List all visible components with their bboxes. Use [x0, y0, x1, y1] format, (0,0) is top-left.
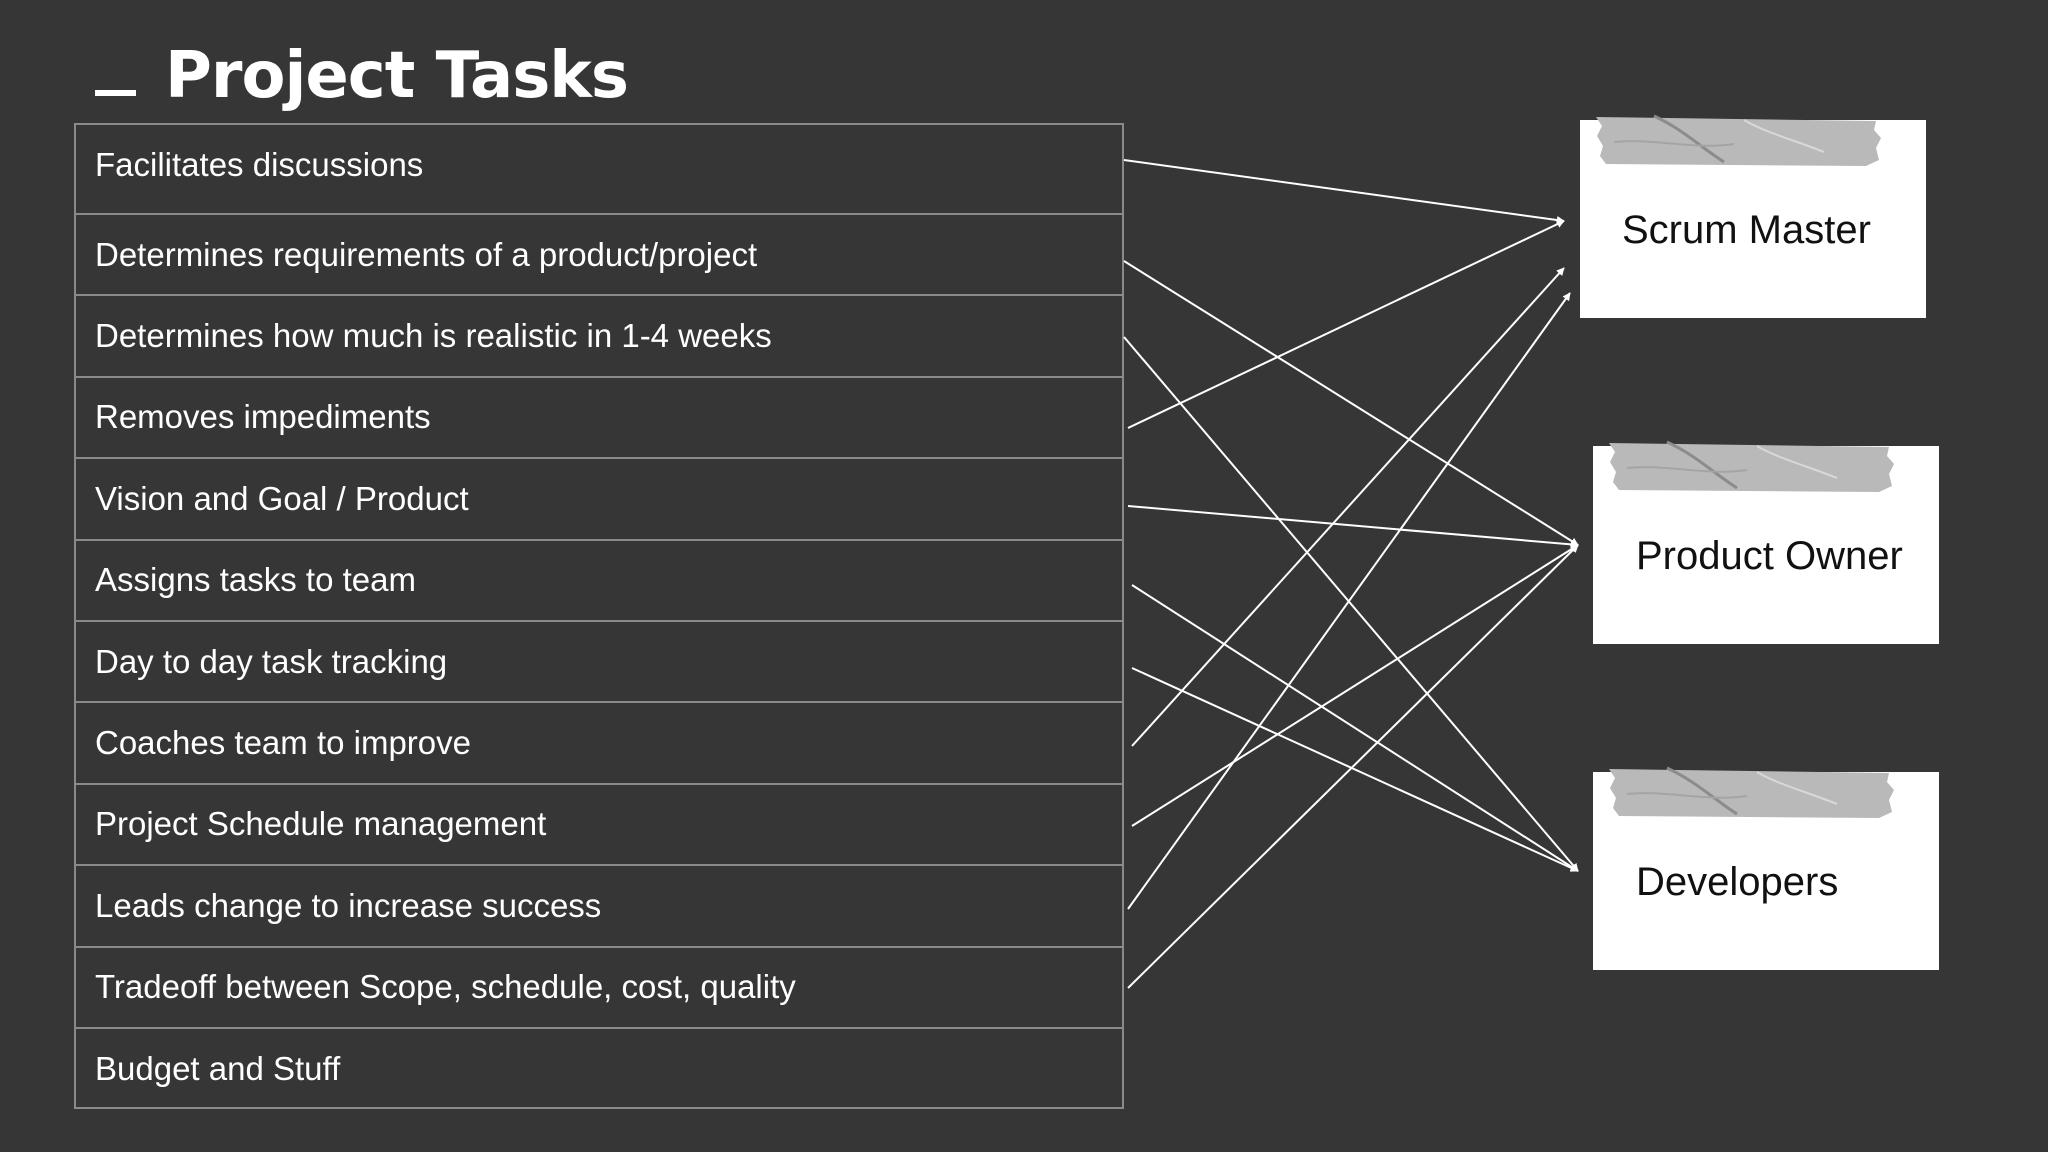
task-label: Leads change to increase success — [95, 886, 602, 924]
role-label: Scrum Master — [1622, 208, 1871, 252]
task-label: Determines how much is realistic in 1-4 … — [95, 317, 772, 355]
title-dash — [95, 90, 136, 96]
task-label: Removes impediments — [95, 398, 431, 436]
task-label: Day to day task tracking — [95, 642, 448, 680]
task-row: Tradeoff between Scope, schedule, cost, … — [76, 945, 1122, 1027]
tape-image — [1596, 114, 1881, 166]
connector-arrow — [1127, 544, 1579, 989]
task-label: Vision and Goal / Product — [95, 479, 469, 517]
task-label: Assigns tasks to team — [95, 561, 416, 599]
task-row: Budget and Stuff — [76, 1026, 1122, 1108]
connector-arrow — [1127, 292, 1571, 910]
role-card-developers: Developers — [1593, 766, 1939, 970]
task-label: Facilitates discussions — [95, 146, 424, 183]
connector-arrow — [1131, 267, 1565, 747]
tape-image — [1609, 766, 1894, 818]
task-label: Budget and Stuff — [95, 1049, 341, 1087]
role-label: Developers — [1636, 860, 1839, 904]
task-row: Assigns tasks to team — [76, 538, 1122, 620]
task-row: Determines how much is realistic in 1-4 … — [76, 294, 1122, 375]
task-row: Determines requirements of a product/pro… — [76, 213, 1122, 294]
role-label: Product Owner — [1636, 534, 1903, 578]
connector-arrow — [1131, 667, 1579, 872]
task-row: Day to day task tracking — [76, 619, 1122, 701]
role-card-scrum-master: Scrum Master — [1580, 114, 1926, 318]
connector-arrow — [1123, 260, 1579, 546]
task-row: Leads change to increase success — [76, 864, 1122, 945]
task-label: Coaches team to improve — [95, 724, 472, 762]
tape-image — [1609, 440, 1894, 492]
task-row: Project Schedule management — [76, 782, 1122, 864]
task-label: Tradeoff between Scope, schedule, cost, … — [95, 968, 796, 1006]
task-row: Coaches team to improve — [76, 701, 1122, 782]
connector-arrow — [1123, 336, 1579, 872]
task-row: Facilitates discussions — [76, 125, 1122, 213]
task-label: Project Schedule management — [95, 805, 547, 843]
connector-arrow — [1131, 544, 1579, 827]
task-row: Vision and Goal / Product — [76, 457, 1122, 538]
connector-arrow — [1127, 220, 1565, 429]
connector-arrow — [1123, 159, 1565, 224]
page-title: Project Tasks — [165, 39, 629, 113]
connector-arrow — [1127, 505, 1579, 549]
task-table: Facilitates discussions Determines requi… — [74, 123, 1124, 1109]
connector-arrow — [1131, 584, 1579, 872]
role-card-product-owner: Product Owner — [1593, 440, 1939, 644]
task-row: Removes impediments — [76, 375, 1122, 457]
task-label: Determines requirements of a product/pro… — [95, 235, 758, 273]
